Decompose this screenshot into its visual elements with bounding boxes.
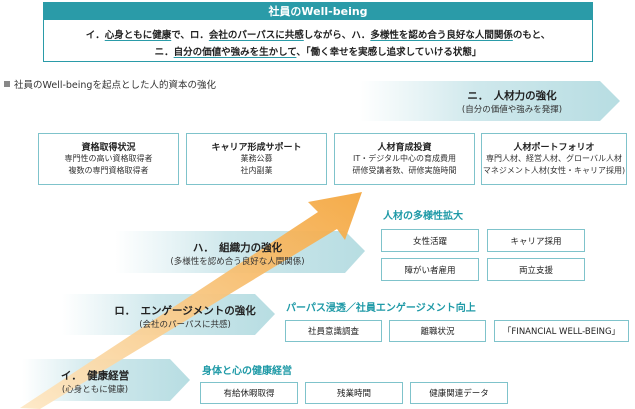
pillar-ro-subtitle: (会社のパーパスに共感)	[139, 320, 231, 330]
health-item: 健康関連データ	[410, 382, 508, 404]
card-line: 複数の専門資格取得者	[68, 166, 149, 175]
card-line: 研修受講者数、研修実施時間	[352, 166, 457, 175]
card-talent-portfolio: 人材ポートフォリオ 専門人材、経営人材、グローバル人材 マネジメント人材(女性・…	[481, 133, 627, 185]
health-item: 残業時間	[305, 382, 403, 404]
definition-line-1: イ．心身ともに健康で、ロ．会社のパーパスに共感しながら、ハ．多様性を認め合う良好…	[44, 27, 592, 41]
marker-ro: ロ．	[189, 30, 209, 41]
section-label-text: 社員のWell-beingを起点とした人的資本の強化	[14, 80, 216, 91]
pillar-ni-title: ニ． 人材力の強化	[467, 90, 557, 102]
text-strengths: 自分の価値や強みを生かして	[173, 47, 297, 58]
card-career-support: キャリア形成サポート 業務公募 社内副業	[186, 133, 327, 185]
pillar-ro-title: ロ． エンゲージメントの強化	[114, 305, 256, 317]
pillar-ha-subtitle: (多様性を認め合う良好な人間関係)	[170, 257, 305, 267]
card-title: キャリア形成サポート	[211, 143, 302, 153]
health-item: 有給休暇取得	[200, 382, 298, 404]
pillar-ha: ハ． 組織力の強化 (多様性を認め合う良好な人間関係)	[160, 240, 315, 267]
pillar-i-title: イ． 健康経営	[60, 370, 130, 382]
card-line: マネジメント人材(女性・キャリア採用)	[482, 166, 626, 175]
card-title: 人材ポートフォリオ	[513, 143, 595, 153]
purpose-item: 「FINANCIAL WELL-BEING」	[494, 320, 629, 342]
text-state: 、「働く幸せを実感し追求していける状態」	[296, 47, 482, 58]
card-title: 人材育成投資	[377, 143, 432, 153]
purpose-item: 社員意識調査	[285, 320, 382, 342]
text-joiner: で、	[171, 30, 190, 41]
text-joiner: しながら、	[303, 30, 352, 41]
card-line: 専門人材、経営人材、グローバル人材	[486, 154, 622, 163]
card-title: 資格取得状況	[81, 143, 136, 153]
card-line: 社内副業	[240, 166, 273, 175]
diversity-item: 障がい者雇用	[381, 258, 479, 281]
pillar-i-subtitle: (心身ともに健康)	[61, 385, 129, 395]
marker-i: イ．	[85, 30, 105, 41]
text-joiner: のもと、	[512, 30, 551, 41]
card-line: IT・デジタル中心の育成費用	[352, 154, 457, 163]
card-line: 業務公募	[240, 154, 273, 163]
diversity-item: キャリア採用	[487, 229, 585, 252]
diversity-item: 女性活躍	[381, 229, 479, 252]
square-bullet-icon	[4, 81, 10, 87]
pillar-ro: ロ． エンゲージメントの強化 (会社のパーパスに共感)	[105, 303, 265, 330]
health-heading: 身体と心の健康経営	[202, 366, 292, 377]
wellbeing-definition-box: 社員のWell-being イ．心身ともに健康で、ロ．会社のパーパスに共感しなが…	[43, 2, 593, 62]
card-certifications: 資格取得状況 専門性の高い資格取得者 複数の専門資格取得者	[38, 133, 179, 185]
pillar-i: イ． 健康経営 (心身ともに健康)	[40, 368, 150, 395]
purpose-heading: パーパス浸透／社員エンゲージメント向上	[286, 303, 476, 314]
section-label: 社員のWell-beingを起点とした人的資本の強化	[4, 77, 216, 91]
definition-title: 社員のWell-being	[44, 3, 592, 20]
diversity-item: 両立支援	[487, 258, 585, 281]
card-line: 専門性の高い資格取得者	[64, 154, 153, 163]
diversity-heading: 人材の多様性拡大	[383, 211, 463, 222]
growth-arrow	[20, 192, 362, 409]
marker-ha: ハ．	[351, 30, 371, 41]
text-healthy: 心身ともに健康	[104, 30, 172, 41]
marker-ni: ニ．	[154, 47, 174, 58]
pillar-ni-band	[360, 81, 620, 121]
definition-line-2: ニ．自分の価値や強みを生かして、「働く幸せを実感し追求していける状態」	[44, 44, 592, 58]
purpose-item: 離職状況	[389, 320, 486, 342]
text-diversity: 多様性を認め合う良好な人間関係	[370, 30, 513, 41]
pillar-ha-title: ハ． 組織力の強化	[192, 242, 283, 254]
pillar-ni-subtitle: (自分の価値や強みを発揮)	[461, 105, 563, 115]
text-purpose: 会社のパーパスに共感	[208, 30, 304, 41]
pillar-ni: ニ． 人材力の強化 (自分の価値や強みを発揮)	[447, 88, 577, 115]
card-talent-investment: 人材育成投資 IT・デジタル中心の育成費用 研修受講者数、研修実施時間	[334, 133, 475, 185]
